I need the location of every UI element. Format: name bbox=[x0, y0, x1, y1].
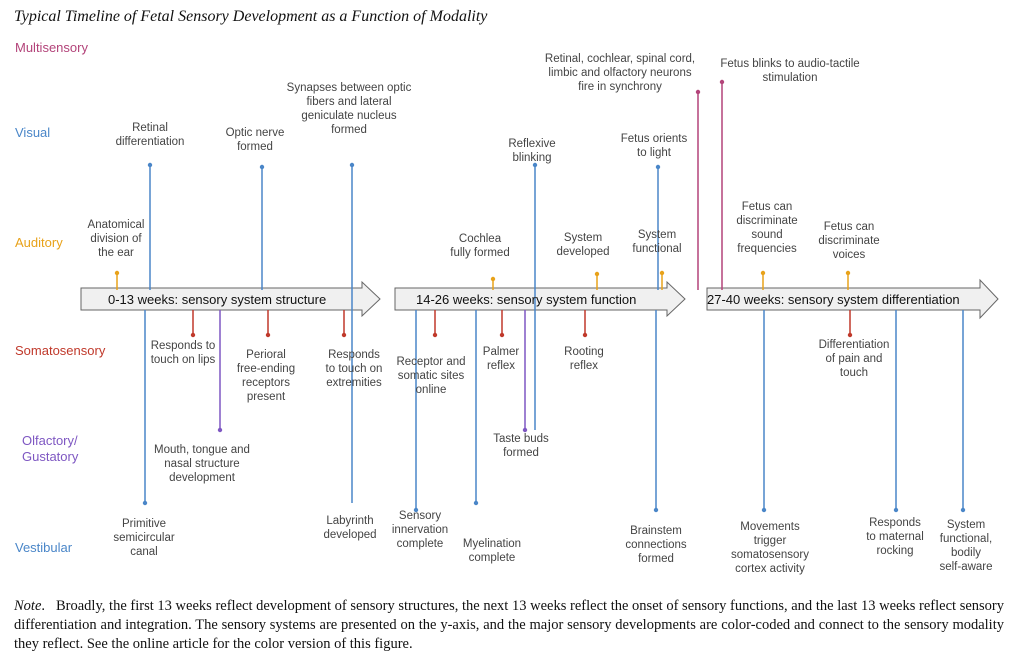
connector-dot bbox=[659, 270, 665, 276]
connector-dot bbox=[653, 507, 659, 513]
connector-dot bbox=[413, 507, 419, 513]
connector-dot bbox=[341, 332, 347, 338]
event-optic-nerve: Optic nerve formed bbox=[225, 127, 285, 153]
connector-dot bbox=[655, 164, 661, 170]
event-lips: Responds to touch on lips bbox=[150, 340, 216, 366]
event-synapses: Synapses between optic fibers and latera… bbox=[286, 82, 412, 136]
modality-auditory: Auditory bbox=[15, 235, 63, 250]
modality-somatosensory: Somatosensory bbox=[15, 343, 106, 358]
connector-dot bbox=[349, 162, 355, 168]
connector-dot bbox=[499, 332, 505, 338]
event-maternal-rocking: Responds to maternal rocking bbox=[866, 517, 924, 557]
event-reflexive-blinking: Reflexive blinking bbox=[508, 138, 556, 164]
connector-dot bbox=[893, 507, 899, 513]
phase-arrow-2 bbox=[394, 280, 686, 318]
modality-visual: Visual bbox=[15, 125, 51, 140]
modality-olfactory-gustatory: Olfactory/ Gustatory bbox=[22, 433, 79, 464]
connector-dot bbox=[522, 427, 528, 433]
event-sound-freq: Fetus can discriminate sound frequencies bbox=[736, 201, 798, 255]
phase-arrow-1 bbox=[80, 280, 381, 318]
connector-dot bbox=[532, 162, 538, 168]
event-extremities: Responds to touch on extremities bbox=[325, 349, 383, 389]
figure-note: Note. Broadly, the first 13 weeks reflec… bbox=[14, 598, 1004, 652]
connector-dot bbox=[432, 332, 438, 338]
connector-dot bbox=[695, 89, 701, 95]
event-anatomical-ear: Anatomical division of the ear bbox=[87, 219, 145, 259]
event-sensory-innervation: Sensory innervation complete bbox=[391, 510, 449, 550]
connector-dot bbox=[760, 270, 766, 276]
modality-multisensory: Multisensory bbox=[15, 40, 88, 55]
connector-dot bbox=[217, 427, 223, 433]
event-mouth: Mouth, tongue and nasal structure develo… bbox=[154, 444, 250, 484]
connector-dot bbox=[259, 164, 265, 170]
connector-dot bbox=[265, 332, 271, 338]
event-rooting: Rooting reflex bbox=[564, 346, 604, 372]
connector-dot bbox=[594, 271, 600, 277]
event-cochlea: Cochlea fully formed bbox=[450, 233, 510, 259]
connector-dot bbox=[147, 162, 153, 168]
figure-title: Typical Timeline of Fetal Sensory Develo… bbox=[14, 8, 488, 25]
phase-label-3: 27-40 weeks: sensory system differentiat… bbox=[707, 292, 960, 307]
connector-dot bbox=[960, 507, 966, 513]
event-taste: Taste buds formed bbox=[493, 433, 549, 459]
event-voices: Fetus can discriminate voices bbox=[818, 221, 880, 261]
connector-dot bbox=[190, 332, 196, 338]
event-movements: Movements trigger somatosensory cortex a… bbox=[731, 521, 809, 575]
event-retinal-diff: Retinal differentiation bbox=[115, 122, 185, 148]
event-labyrinth: Labyrinth developed bbox=[323, 515, 377, 541]
connector-dot bbox=[473, 500, 479, 506]
phase-arrow-3 bbox=[706, 278, 999, 320]
connector-dot bbox=[142, 500, 148, 506]
event-receptor-sites: Receptor and somatic sites online bbox=[396, 356, 466, 396]
event-brainstem: Brainstem connections formed bbox=[625, 525, 687, 565]
event-orients-light: Fetus orients to light bbox=[620, 133, 688, 159]
event-pain-touch: Differentiation of pain and touch bbox=[818, 339, 890, 379]
connector-dot bbox=[761, 507, 767, 513]
phase-label-2: 14-26 weeks: sensory system function bbox=[416, 292, 637, 307]
event-aud-developed: System developed bbox=[556, 232, 610, 258]
note-label: Note bbox=[14, 598, 42, 614]
event-palmer: Palmer reflex bbox=[482, 346, 520, 372]
connector-dot bbox=[114, 270, 120, 276]
phase-label-1: 0-13 weeks: sensory system structure bbox=[108, 292, 327, 307]
connector-dot bbox=[582, 332, 588, 338]
connector-dot bbox=[847, 332, 853, 338]
event-multi-sync: Retinal, cochlear, spinal cord, limbic a… bbox=[544, 53, 696, 93]
event-semicircular: Primitive semicircular canal bbox=[113, 518, 175, 558]
event-myelination: Myelination complete bbox=[462, 538, 522, 564]
event-perioral: Perioral free-ending receptors present bbox=[236, 349, 296, 403]
connector-dot bbox=[490, 276, 496, 282]
event-blinks: Fetus blinks to audio-tactile stimulatio… bbox=[720, 58, 860, 84]
connector-dot bbox=[719, 79, 725, 85]
timeline-graphic bbox=[80, 79, 999, 513]
event-vest-functional: System functional, bodily self-aware bbox=[939, 519, 993, 573]
connector-dot bbox=[845, 270, 851, 276]
note-text: Broadly, the first 13 weeks reflect deve… bbox=[14, 598, 1004, 652]
event-aud-functional: System functional bbox=[632, 229, 682, 255]
modality-vestibular: Vestibular bbox=[15, 540, 73, 555]
